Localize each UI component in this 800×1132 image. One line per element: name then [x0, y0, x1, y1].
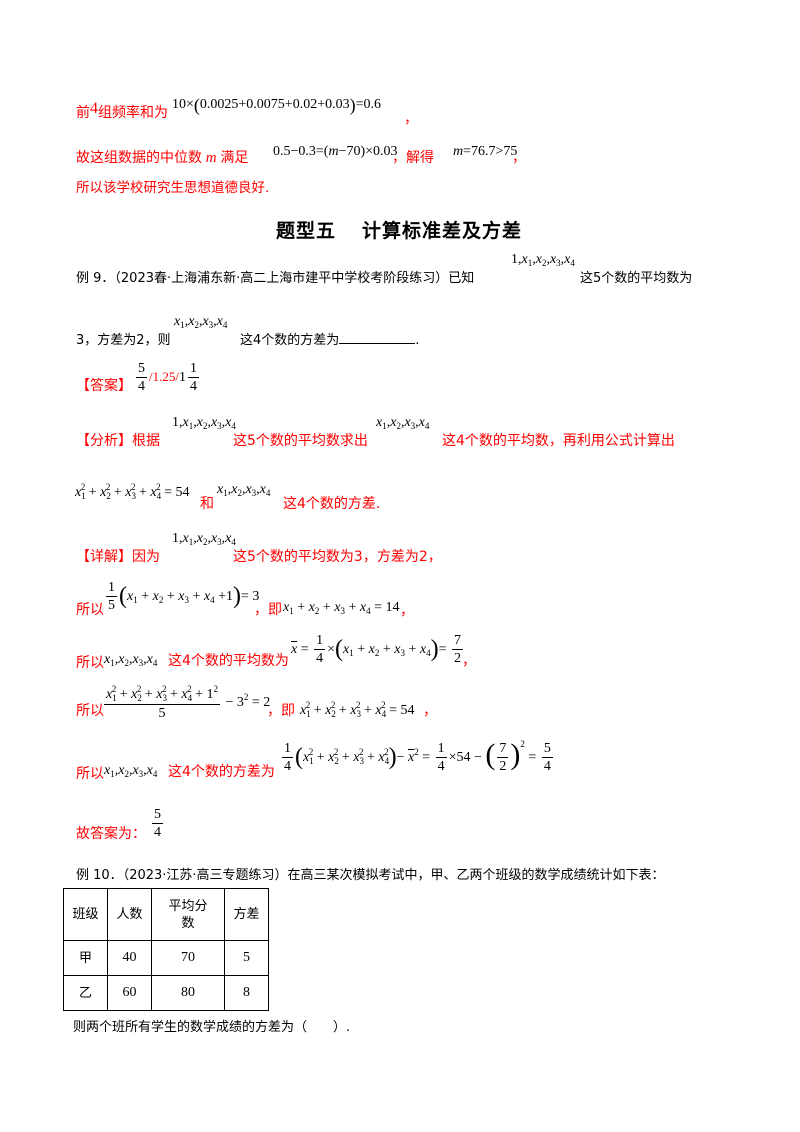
table-cell: 70: [151, 940, 225, 976]
score-table: 班级 人数 平均分数 方差 甲 40 70 5 乙 60 80 8: [63, 888, 269, 1011]
example9-text1: 这5个数的平均数为: [580, 271, 693, 286]
section-heading: 题型五计算标准差及方差: [276, 220, 523, 242]
prev-line-3: 所以该学校研究生思想道德良好.: [76, 180, 270, 196]
detail-l3-pre: 所以: [76, 655, 104, 671]
table-header-row: 班级 人数 平均分数 方差: [63, 888, 269, 941]
prev-comma-1: ，: [404, 112, 418, 127]
detail-l5-mid: 这4个数的方差为: [168, 764, 275, 780]
analysis-set4b: x1,x2,x3,x4: [217, 482, 271, 498]
detail-l2-pre: 所以: [76, 602, 104, 618]
detail-l5-pre: 所以: [76, 766, 104, 782]
prev-line-2: 故这组数据的中位数 m 满足: [76, 150, 249, 166]
detail-l4-result: x12 + x22 + x32 + x42 = 54: [300, 700, 415, 719]
detail-l4-end: ，: [423, 703, 437, 719]
analysis-line1: 【分析】根据: [76, 433, 160, 449]
detail-l3-end: ，: [462, 653, 476, 669]
detail-line1: 【详解】因为: [76, 549, 160, 565]
table-header: 平均分数: [151, 888, 225, 941]
table-header: 方差: [224, 888, 269, 941]
detail-l4-pre: 所以: [76, 703, 104, 719]
table-cell: 40: [107, 940, 152, 976]
table-cell: 8: [224, 975, 269, 1011]
example9-set4: x1,x2,x3,x4: [174, 314, 228, 330]
table-cell: 60: [107, 975, 152, 1011]
prev-formula-1: 10×(0.0025+0.0075+0.02+0.03)=0.6: [172, 95, 381, 115]
analysis-and: 和: [200, 496, 214, 512]
analysis-t2: 这5个数的平均数求出: [233, 433, 368, 449]
table-cell: 甲: [63, 940, 108, 976]
table-cell: 乙: [63, 975, 108, 1011]
table-row: 乙 60 80 8: [63, 975, 269, 1011]
table-cell: 5: [224, 940, 269, 976]
detail-l5-set: x1,x2,x3,x4: [104, 763, 158, 779]
prev-line-1: 前4组频率和为: [76, 100, 168, 121]
example9-set5: 1,x1,x2,x3,x4: [511, 252, 575, 268]
analysis-set5: 1,x1,x2,x3,x4: [172, 415, 236, 431]
table-header: 班级: [63, 888, 108, 941]
detail-l2-result: x1 + x2 + x3 + x4 = 14: [283, 600, 400, 616]
detail-l3-set: x1,x2,x3,x4: [104, 652, 158, 668]
example10-question: 则两个班所有学生的数学成绩的方差为（ ）.: [73, 1020, 351, 1035]
table-row: 甲 40 70 5: [63, 940, 269, 976]
detail-l4-mid: ，即: [267, 703, 295, 719]
answer-blank[interactable]: [339, 331, 416, 344]
prev-solve-label: ，解得: [392, 150, 434, 166]
prev-formula-2: 0.5−0.3=(m−70)×0.03: [273, 144, 398, 159]
analysis-formula: x12 + x22 + x32 + x42 = 54: [75, 482, 190, 501]
analysis-t3: 这4个数的平均数，再利用公式计算出: [442, 433, 675, 449]
detail-l1-post: 这5个数的平均数为3，方差为2，: [233, 549, 442, 565]
table-header: 人数: [107, 888, 152, 941]
example9-line1: 例 9．（2023春·上海浦东新·高二上海市建平中学校考阶段练习）已知: [76, 271, 475, 286]
analysis-t5: 这4个数的方差.: [283, 496, 381, 512]
prev-comma-2: ，: [512, 150, 526, 166]
analysis-set4: x1,x2,x3,x4: [376, 415, 430, 431]
prev-result: m=76.7>75: [453, 144, 518, 159]
detail-set5: 1,x1,x2,x3,x4: [172, 531, 236, 547]
example9-text2: 3，方差为2，则: [76, 333, 171, 348]
detail-l3-mid: 这4个数的平均数为: [168, 653, 289, 669]
example10-line: 例 10．（2023·江苏·高三专题练习）在高三某次模拟考试中，甲、乙两个班级的…: [76, 868, 665, 883]
detail-l2-end: ，: [400, 603, 414, 619]
example9-text3: 这4个数的方差为.: [240, 331, 420, 348]
final-answer-label: 故答案为：: [76, 826, 146, 842]
table-cell: 80: [151, 975, 225, 1011]
answer-tag: 【答案】: [76, 378, 132, 394]
detail-l2-mid: ，即: [254, 602, 282, 618]
